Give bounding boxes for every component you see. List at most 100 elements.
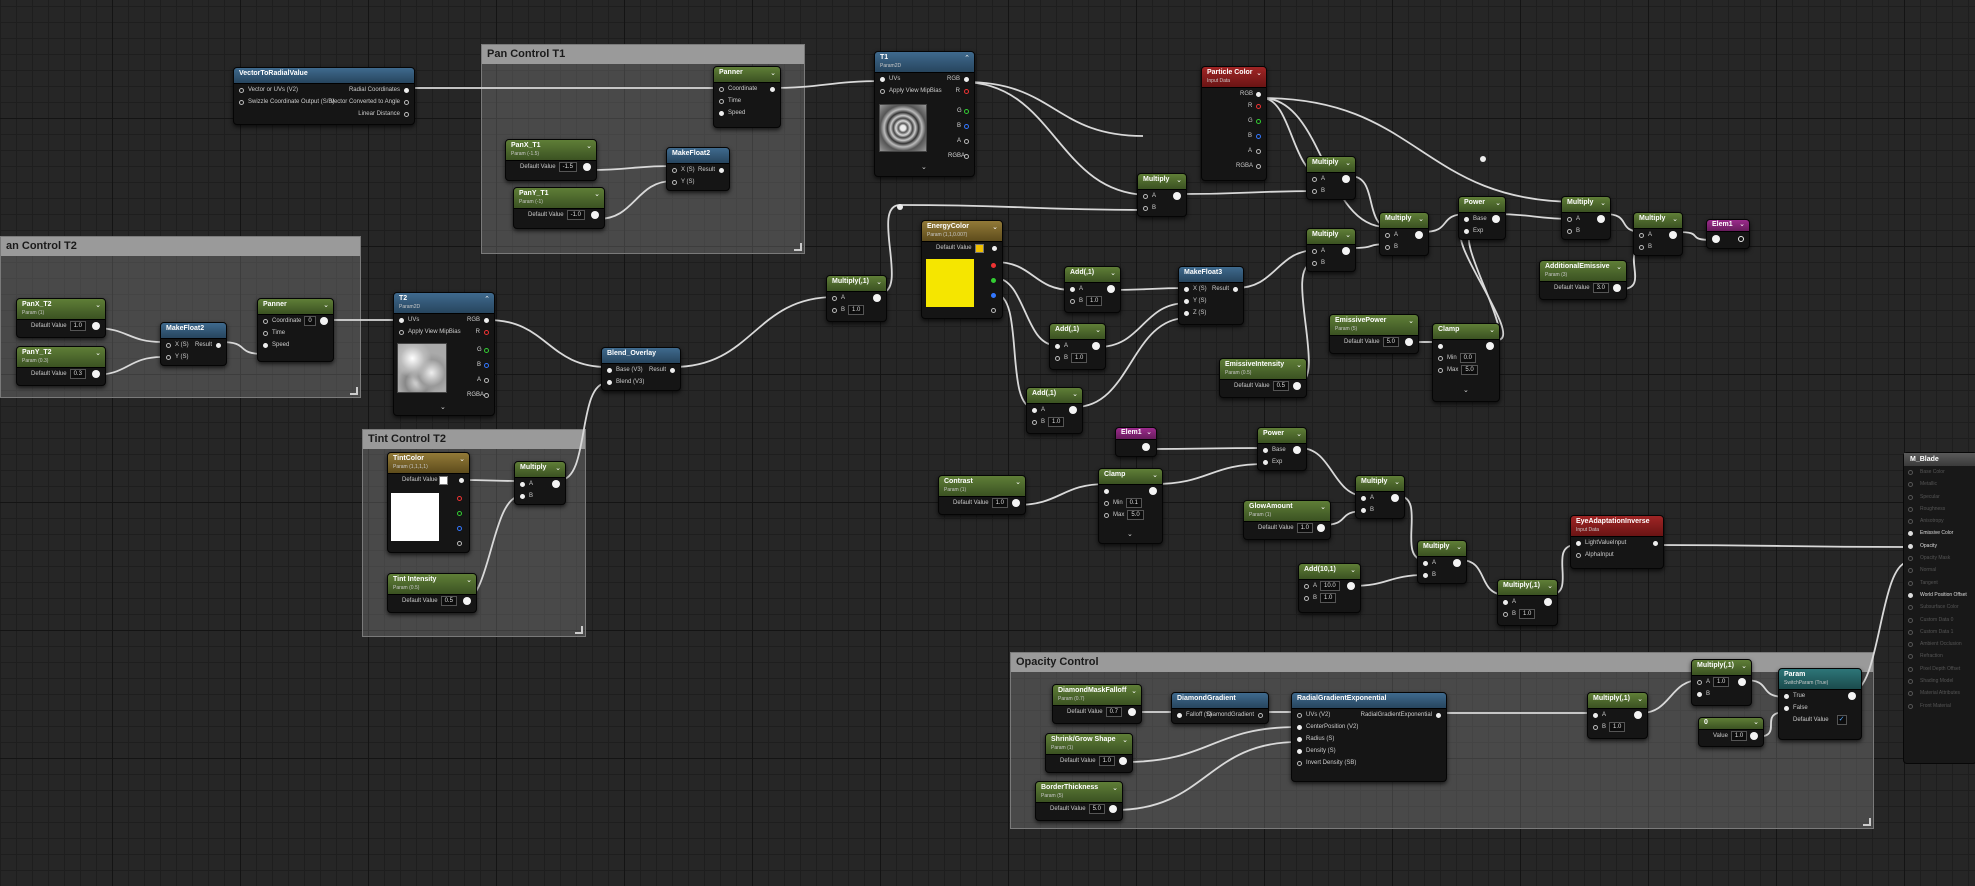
- output-pin-row[interactable]: Linear Distance: [234, 108, 414, 120]
- input-pin-row[interactable]: A: [1050, 340, 1105, 352]
- output-pin-icon[interactable]: [484, 363, 489, 368]
- input-pin-icon[interactable]: [719, 87, 724, 92]
- input-pin-icon[interactable]: [1639, 245, 1644, 250]
- default-value-field[interactable]: 1.0: [848, 305, 865, 315]
- input-pin-icon[interactable]: [672, 168, 677, 173]
- input-pin-row[interactable]: A: [515, 478, 565, 490]
- material-input-pin[interactable]: Shading Model: [1904, 675, 1975, 687]
- input-pin-icon[interactable]: [263, 343, 268, 348]
- node-header[interactable]: Multiply(,1)⌄: [1498, 580, 1557, 596]
- output-pin-icon[interactable]: [1293, 446, 1301, 454]
- input-pin-icon[interactable]: [166, 343, 171, 348]
- input-pin-icon[interactable]: [607, 380, 612, 385]
- input-pin-icon[interactable]: [520, 482, 525, 487]
- output-pin-icon[interactable]: [873, 294, 881, 302]
- output-pin-icon[interactable]: [552, 480, 560, 488]
- output-pin-icon[interactable]: [1256, 92, 1261, 97]
- output-pin-icon[interactable]: [1669, 231, 1677, 239]
- input-pin-icon[interactable]: [1908, 703, 1913, 709]
- default-value-field[interactable]: 10.0: [1320, 581, 1340, 591]
- output-pin-row[interactable]: G: [1202, 115, 1266, 127]
- node-header[interactable]: Clamp⌄: [1099, 469, 1162, 485]
- output-pin-icon[interactable]: [457, 526, 462, 531]
- input-pin-icon[interactable]: [1385, 233, 1390, 238]
- default-value-field[interactable]: 0: [304, 316, 316, 326]
- input-pin-icon[interactable]: [1438, 356, 1443, 361]
- input-pin-icon[interactable]: [1908, 494, 1913, 500]
- material-input-pin[interactable]: Front Material: [1904, 700, 1975, 712]
- material-input-pin[interactable]: Custom Data 0: [1904, 614, 1975, 626]
- chevron-down-icon[interactable]: ⌄: [1131, 688, 1137, 695]
- chevron-down-icon[interactable]: ⌄: [1637, 696, 1643, 703]
- chevron-down-icon[interactable]: ⌄: [1394, 479, 1400, 486]
- node-header[interactable]: Elem1⌄: [1116, 428, 1156, 440]
- chevron-down-icon[interactable]: ⌄: [1015, 479, 1021, 486]
- param-default-row[interactable]: Default Value: [388, 474, 469, 486]
- input-pin-icon[interactable]: [1908, 580, 1913, 586]
- input-pin-icon[interactable]: [1697, 680, 1702, 685]
- output-pin-icon[interactable]: [1233, 287, 1238, 292]
- input-pin-row[interactable]: A: [1588, 709, 1647, 721]
- output-pin-icon[interactable]: [964, 109, 969, 114]
- node-header[interactable]: Multiply⌄: [1418, 541, 1466, 557]
- input-pin-icon[interactable]: [1784, 706, 1789, 711]
- material-input-pin[interactable]: Material Attributes: [1904, 687, 1975, 699]
- input-pin-row[interactable]: X (S)Result: [667, 164, 729, 176]
- output-pin-row[interactable]: B: [1202, 130, 1266, 142]
- input-pin-icon[interactable]: [520, 494, 525, 499]
- input-pin-row[interactable]: A: [1418, 557, 1466, 569]
- input-pin-icon[interactable]: [1593, 713, 1598, 718]
- chevron-up-icon[interactable]: ⌃: [484, 296, 490, 303]
- node-makefloat2-t2[interactable]: MakeFloat2 X (S)Result Y (S): [160, 322, 227, 366]
- output-pin-icon[interactable]: [484, 348, 489, 353]
- input-pin-row[interactable]: AlphaInput: [1571, 549, 1663, 561]
- output-pin-icon[interactable]: [992, 246, 997, 251]
- input-pin-icon[interactable]: [1184, 311, 1189, 316]
- node-header[interactable]: DiamondGradient: [1172, 693, 1268, 709]
- node-diamond-gradient[interactable]: DiamondGradient Falloff (S)DiamondGradie…: [1171, 692, 1269, 724]
- node-header[interactable]: Multiply(,1)⌄: [1588, 693, 1647, 709]
- node-header[interactable]: MakeFloat2: [161, 323, 226, 339]
- output-pin-icon[interactable]: [1634, 711, 1642, 719]
- input-pin-icon[interactable]: [1263, 448, 1268, 453]
- input-pin-row[interactable]: X (S)Result: [1179, 283, 1243, 295]
- input-pin-icon[interactable]: [239, 88, 244, 93]
- input-pin-icon[interactable]: [1385, 245, 1390, 250]
- connection-wire[interactable]: [1015, 483, 1107, 506]
- output-pin-icon[interactable]: [1347, 582, 1355, 590]
- default-value-field[interactable]: 5.0: [1461, 365, 1478, 375]
- input-pin-icon[interactable]: [1297, 725, 1302, 730]
- default-value-field[interactable]: 0.3: [69, 369, 86, 379]
- output-pin-icon[interactable]: [991, 263, 996, 268]
- connection-wire[interactable]: [487, 319, 608, 368]
- output-pin-icon[interactable]: [964, 124, 969, 129]
- reroute-node-icon[interactable]: [1480, 156, 1486, 162]
- color-swatch[interactable]: [439, 476, 448, 485]
- input-pin-row[interactable]: Vector or UVs (V2)Radial Coordinates: [234, 84, 414, 96]
- chevron-down-icon[interactable]: ⌄: [1345, 160, 1351, 167]
- material-input-pin[interactable]: Base Color: [1904, 466, 1975, 478]
- input-pin-row[interactable]: B: [1562, 225, 1610, 237]
- connection-wire[interactable]: [1653, 544, 1910, 548]
- node-power[interactable]: Power⌄ Base Exp: [1257, 427, 1307, 471]
- input-pin-row[interactable]: Blend (V3): [602, 376, 680, 388]
- connection-wire[interactable]: [1235, 249, 1318, 289]
- chevron-down-icon[interactable]: ⌄: [1616, 264, 1622, 271]
- input-pin-row[interactable]: A: [1065, 283, 1120, 295]
- comment-title[interactable]: Tint Control T2: [363, 430, 585, 449]
